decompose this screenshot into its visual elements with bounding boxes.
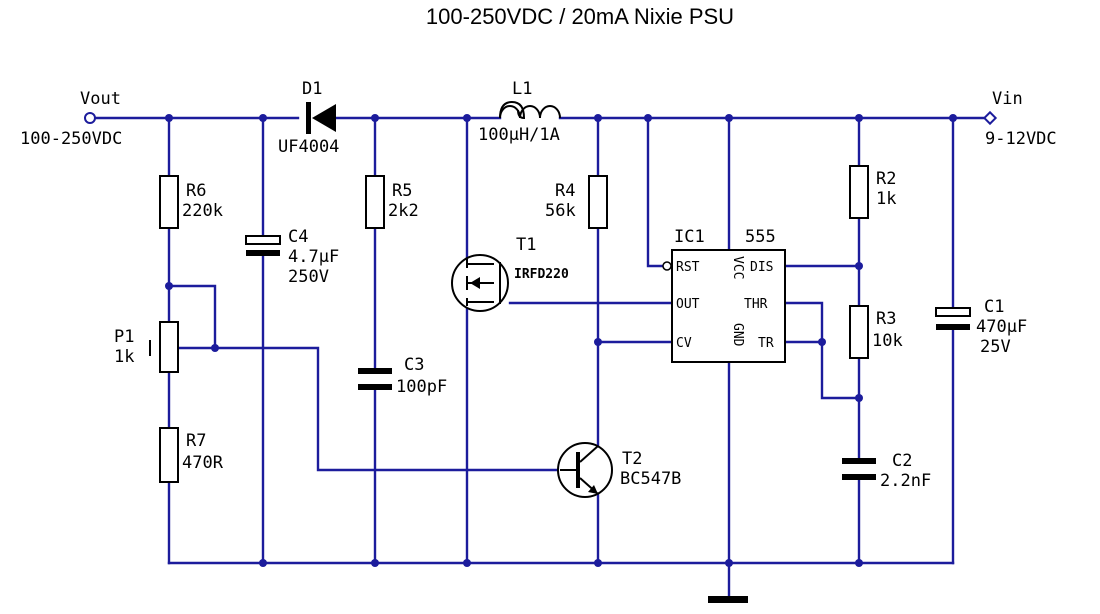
r2-ref: R2 bbox=[876, 169, 896, 189]
ic1-pin-cv: CV bbox=[676, 336, 692, 351]
ic1-pin-vcc: VCC bbox=[730, 256, 745, 279]
inductor-l1: L1 100µH/1A bbox=[478, 79, 561, 145]
p1-value: 1k bbox=[114, 347, 134, 367]
t2-value: BC547B bbox=[620, 469, 681, 489]
c4-voltage: 250V bbox=[288, 267, 329, 287]
ic1-ref: IC1 bbox=[674, 227, 705, 247]
c3-value: 100pF bbox=[396, 377, 447, 397]
c4-ref: C4 bbox=[288, 227, 308, 247]
ic1-pin-tr: TR bbox=[758, 336, 774, 351]
c3-ref: C3 bbox=[404, 355, 424, 375]
potentiometer-p1: P1 1k bbox=[114, 321, 179, 373]
c1-value: 470µF bbox=[976, 317, 1027, 337]
wires bbox=[93, 116, 987, 600]
ic1-value: 555 bbox=[745, 227, 776, 247]
d1-ref: D1 bbox=[302, 79, 322, 99]
r7-ref: R7 bbox=[186, 431, 206, 451]
r2-value: 1k bbox=[876, 189, 896, 209]
r6-value: 220k bbox=[182, 201, 223, 221]
ic1-pin-dis: DIS bbox=[750, 260, 773, 275]
r4-value: 56k bbox=[545, 201, 576, 221]
r4-ref: R4 bbox=[555, 181, 575, 201]
junctions bbox=[165, 114, 957, 567]
schematic-title: 100-250VDC / 20mA Nixie PSU bbox=[426, 4, 734, 29]
c1-voltage: 25V bbox=[980, 337, 1011, 357]
r6-ref: R6 bbox=[186, 181, 206, 201]
t1-ref: T1 bbox=[516, 235, 536, 255]
transistor-t2: T2 BC547B bbox=[557, 442, 681, 498]
c1-ref: C1 bbox=[984, 297, 1004, 317]
resistor-r2: R2 1k bbox=[849, 165, 896, 219]
l1-ref: L1 bbox=[512, 79, 532, 99]
r7-value: 470R bbox=[182, 453, 224, 473]
r3-value: 10k bbox=[872, 331, 903, 351]
ic1-pin-thr: THR bbox=[744, 297, 768, 312]
ic1-pin-gnd: GND bbox=[730, 323, 745, 347]
resistor-r3: R3 10k bbox=[849, 305, 903, 359]
c2-ref: C2 bbox=[892, 451, 912, 471]
capacitor-c1: C1 470µF 25V bbox=[935, 297, 1027, 357]
mosfet-t1: T1 IRFD220 bbox=[451, 235, 569, 312]
t1-value: IRFD220 bbox=[514, 267, 569, 282]
p1-ref: P1 bbox=[114, 327, 134, 347]
vout-range-label: 100-250VDC bbox=[20, 129, 122, 149]
ic1-pin-out: OUT bbox=[676, 297, 700, 312]
r5-value: 2k2 bbox=[388, 201, 419, 221]
c2-value: 2.2nF bbox=[880, 471, 931, 491]
ic-555-ic1: IC1 555 RST OUT CV DIS THR TR VCC GND bbox=[662, 227, 786, 363]
capacitor-c3: C3 100pF bbox=[358, 355, 447, 397]
vout-terminal: Vout 100-250VDC bbox=[20, 89, 122, 149]
capacitor-c4: C4 4.7µF 250V bbox=[245, 227, 339, 287]
t2-ref: T2 bbox=[622, 449, 642, 469]
resistor-r6: R6 220k bbox=[159, 175, 223, 229]
vin-label: Vin bbox=[992, 89, 1023, 109]
resistor-r5: R5 2k2 bbox=[365, 175, 419, 229]
vin-terminal: Vin 9-12VDC bbox=[982, 89, 1057, 149]
diode-d1: D1 UF4004 bbox=[278, 79, 339, 157]
r5-ref: R5 bbox=[392, 181, 412, 201]
resistor-r7: R7 470R bbox=[159, 427, 224, 483]
vin-range-label: 9-12VDC bbox=[985, 129, 1057, 149]
r3-ref: R3 bbox=[876, 309, 896, 329]
d1-value: UF4004 bbox=[278, 137, 339, 157]
c4-value: 4.7µF bbox=[288, 247, 339, 267]
ground-symbol bbox=[708, 596, 748, 603]
ic1-pin-rst: RST bbox=[676, 260, 700, 275]
vout-label: Vout bbox=[80, 89, 121, 109]
resistor-r4: R4 56k bbox=[545, 175, 608, 229]
capacitor-c2: C2 2.2nF bbox=[842, 451, 931, 491]
l1-value: 100µH/1A bbox=[478, 125, 560, 145]
